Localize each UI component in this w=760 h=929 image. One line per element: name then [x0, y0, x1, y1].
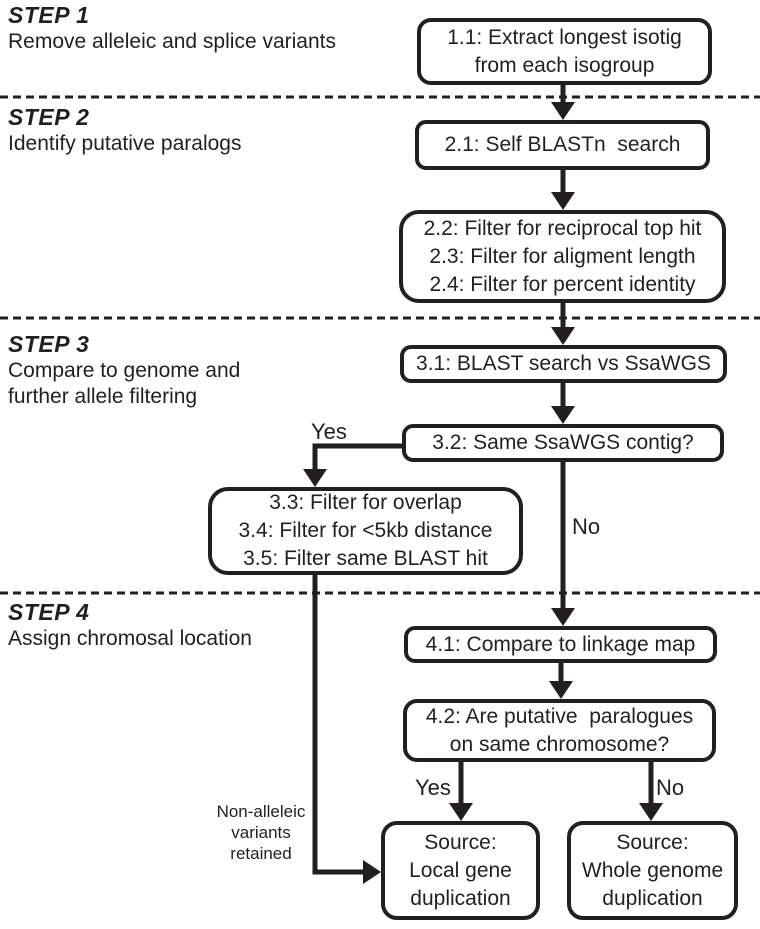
- step-4-title: STEP 4: [8, 599, 90, 625]
- step-4-label: STEP 4 Assign chromosal location: [8, 599, 252, 652]
- edge-label-non-alleleic-retained: Non-alleleic variants retained: [216, 802, 306, 863]
- node-4-1-compare-linkage-map: 4.1: Compare to linkage map: [404, 626, 717, 663]
- edge-label-yes-4-2: Yes: [415, 775, 451, 800]
- edge-label-no-4-2: No: [656, 775, 685, 800]
- step-1-desc: Remove alleleic and splice variants: [8, 30, 336, 53]
- arrowhead-down-icon: [551, 406, 575, 424]
- arrowhead-down-icon: [549, 681, 573, 699]
- node-2-2-filter-group: 2.2: Filter for reciprocal top hit 2.3: …: [399, 210, 726, 303]
- node-3-2-same-ssawgs-contig: 3.2: Same SsaWGS contig?: [402, 424, 724, 462]
- connector-3-2-yes-to-3-3: [312, 443, 404, 471]
- node-3-3-filter-group: 3.3: Filter for overlap 3.4: Filter for …: [208, 487, 523, 575]
- step-2-label: STEP 2 Identify putative paralogs: [8, 104, 241, 157]
- step-1-title: STEP 1: [8, 2, 90, 28]
- arrowhead-right-icon: [363, 860, 381, 884]
- step-4-desc: Assign chromosal location: [8, 627, 252, 650]
- step-3-desc: Compare to genome and further allele fil…: [8, 359, 241, 408]
- arrowhead-down-icon: [303, 469, 327, 487]
- node-3-1-blast-vs-ssawgs: 3.1: BLAST search vs SsaWGS: [400, 345, 727, 383]
- arrowhead-down-icon: [551, 327, 575, 345]
- node-1-1-extract-longest-isotig: 1.1: Extract longest isotig from each is…: [417, 18, 712, 85]
- arrowhead-down-icon: [449, 803, 473, 821]
- edge-label-no-3-2: No: [572, 514, 601, 539]
- node-4-2-same-chromosome: 4.2: Are putative paralogues on same chr…: [403, 699, 716, 762]
- connector-retained-to-local: [312, 573, 363, 875]
- step-3-label: STEP 3 Compare to genome and further all…: [8, 331, 240, 410]
- arrowhead-down-icon: [639, 803, 663, 821]
- node-source-whole-genome-duplication: Source: Whole genome duplication: [567, 821, 738, 920]
- arrowhead-down-icon: [551, 102, 575, 120]
- step-1-label: STEP 1 Remove alleleic and splice varian…: [8, 2, 336, 55]
- node-source-local-gene-duplication: Source: Local gene duplication: [381, 821, 540, 920]
- edge-label-yes-3-2: Yes: [311, 419, 347, 444]
- step-3-title: STEP 3: [8, 331, 90, 357]
- arrowhead-down-icon: [551, 192, 575, 210]
- step-2-desc: Identify putative paralogs: [8, 132, 242, 155]
- node-2-1-self-blastn-search: 2.1: Self BLASTn search: [415, 120, 710, 170]
- step-2-title: STEP 2: [8, 104, 90, 130]
- arrowhead-down-icon: [551, 608, 575, 626]
